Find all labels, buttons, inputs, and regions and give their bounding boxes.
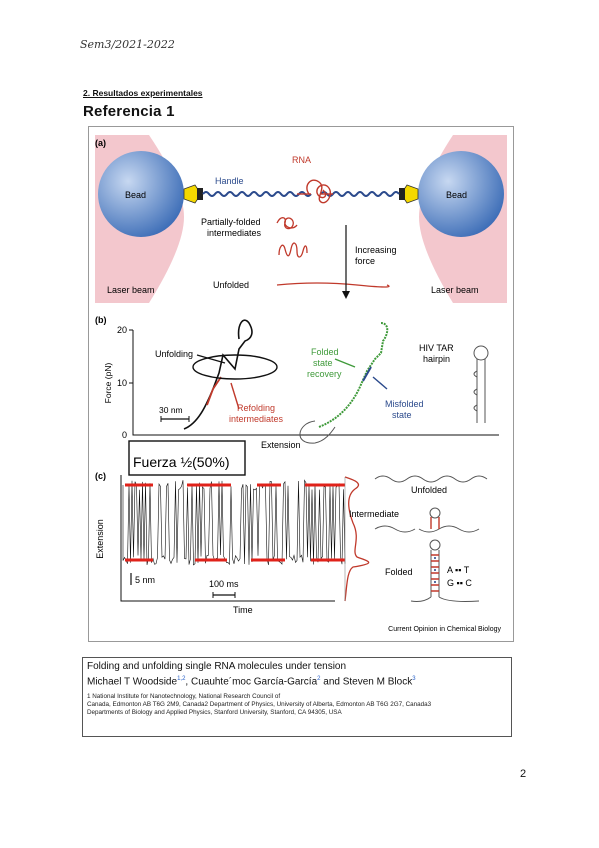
increasing-force-1: Increasing [355, 245, 397, 255]
scale-30nm: 30 nm [159, 405, 183, 415]
extension-y-label: Extension [95, 519, 105, 559]
laser-left-label: Laser beam [107, 285, 155, 295]
panel-c: Fuerza ½(50%) (c) Extension 5 nm [95, 440, 501, 633]
bead-right-label: Bead [446, 190, 467, 200]
legend-gc: G ▪▪ C [447, 578, 472, 588]
panel-c-label: (c) [95, 471, 106, 481]
figure: (a) Bead Bead Handle RNA Partially-folde… [88, 126, 514, 642]
rna-unfolded [276, 282, 390, 288]
unfolding-ellipse [192, 354, 278, 380]
author-2: Cuauhte´moc García-García [190, 676, 318, 688]
affiliation-3: Departments of Biology and Applied Physi… [87, 709, 342, 717]
hiv-label-2: hairpin [423, 354, 450, 364]
author-2-sup: 2 [317, 676, 321, 682]
affiliation-1: 1 National Institute for Nanotechnology,… [87, 693, 281, 701]
unfolding-curve [183, 319, 253, 430]
figure-source: Current Opinion in Chemical Biology [388, 626, 501, 633]
refolding-label-1: Refolding [237, 403, 275, 413]
legend-at: A ▪▪ T [447, 565, 470, 575]
fuerza-annotation: Fuerza ½(50%) [133, 454, 229, 470]
bead-left-label: Bead [125, 190, 146, 200]
rna-folded [306, 179, 331, 204]
citation-authors: Michael T Woodside1,2, Cuauhte´moc Garcí… [87, 673, 507, 688]
unfolding-label: Unfolding [155, 349, 193, 359]
affiliations: 1 National Institute for Nanotechnology,… [87, 693, 507, 717]
refolding-curve [206, 376, 222, 406]
extension-histogram [344, 476, 370, 602]
folded-label-3: recovery [307, 369, 342, 379]
rna-label: RNA [292, 155, 311, 165]
panel-b: (b) Force (pN) 20 10 0 Unfolding Refoldi… [95, 315, 499, 450]
handle-left [202, 191, 312, 197]
partially-label-1: Partially-folded [201, 217, 261, 227]
author-1-sup: 1,2 [177, 676, 186, 682]
extension-axis-label: Extension [261, 440, 301, 450]
molecule-intermediate [429, 507, 441, 519]
panel-a: (a) Bead Bead Handle RNA Partially-folde… [95, 135, 507, 303]
handle-right [320, 191, 400, 197]
fuerza-annotation-box [128, 440, 246, 476]
molecule-unfolded [374, 475, 488, 483]
citation-title: Folding and unfolding single RNA molecul… [87, 661, 347, 672]
author-sep-1: , [185, 676, 191, 688]
misfolded-curve [362, 366, 372, 382]
folded-recovery-curve [318, 322, 389, 428]
intermediate-state-label: Intermediate [349, 509, 399, 519]
reference-title: Referencia 1 [83, 103, 175, 120]
rna-partial-2 [278, 242, 308, 258]
scale-5nm: 5 nm [135, 575, 155, 585]
bead-right [418, 151, 504, 237]
affiliation-2: Canada, Edmonton AB T6G 2M9, Canada2 Dep… [87, 701, 432, 709]
handwritten-header: Sem3/2021-2022 [80, 38, 175, 51]
author-3-sup: 3 [412, 676, 416, 682]
author-sep-2: and [320, 676, 343, 688]
increasing-force-2: force [355, 256, 375, 266]
page-number: 2 [520, 768, 527, 780]
figure-svg: (a) Bead Bead Handle RNA Partially-folde… [95, 135, 507, 633]
tick-0: 0 [122, 430, 127, 440]
author-3: Steven M Block [342, 676, 413, 688]
bead-left [98, 151, 184, 237]
partially-label-2: intermediates [207, 228, 262, 238]
laser-right-label: Laser beam [431, 285, 479, 295]
molecule-folded [429, 539, 441, 551]
extension-trace [122, 479, 346, 566]
folded-label-1: Folded [311, 347, 339, 357]
unfolded-label: Unfolded [213, 280, 249, 290]
handle-label: Handle [215, 176, 244, 186]
tick-10: 10 [117, 378, 127, 388]
force-axis-label: Force (pN) [103, 363, 113, 404]
section-title: 2. Resultados experimentales [83, 88, 203, 98]
refolding-label-2: intermediates [229, 414, 284, 424]
misfolded-label-2: state [392, 410, 412, 420]
hiv-label-1: HIV TAR [419, 343, 454, 353]
scale-100ms: 100 ms [209, 579, 239, 589]
unfolded-state-label: Unfolded [411, 485, 447, 495]
hairpin-loop [473, 345, 489, 361]
tick-20: 20 [117, 325, 127, 335]
panel-a-label: (a) [95, 138, 106, 148]
panel-b-label: (b) [95, 315, 107, 325]
folded-state-label: Folded [385, 567, 413, 577]
rna-partial-1 [276, 217, 298, 230]
author-1: Michael T Woodside [87, 676, 178, 688]
misfolded-label-1: Misfolded [385, 399, 424, 409]
time-axis-label: Time [233, 605, 253, 615]
folded-label-2: state [313, 358, 333, 368]
citation-box: Folding and unfolding single RNA molecul… [82, 657, 512, 737]
